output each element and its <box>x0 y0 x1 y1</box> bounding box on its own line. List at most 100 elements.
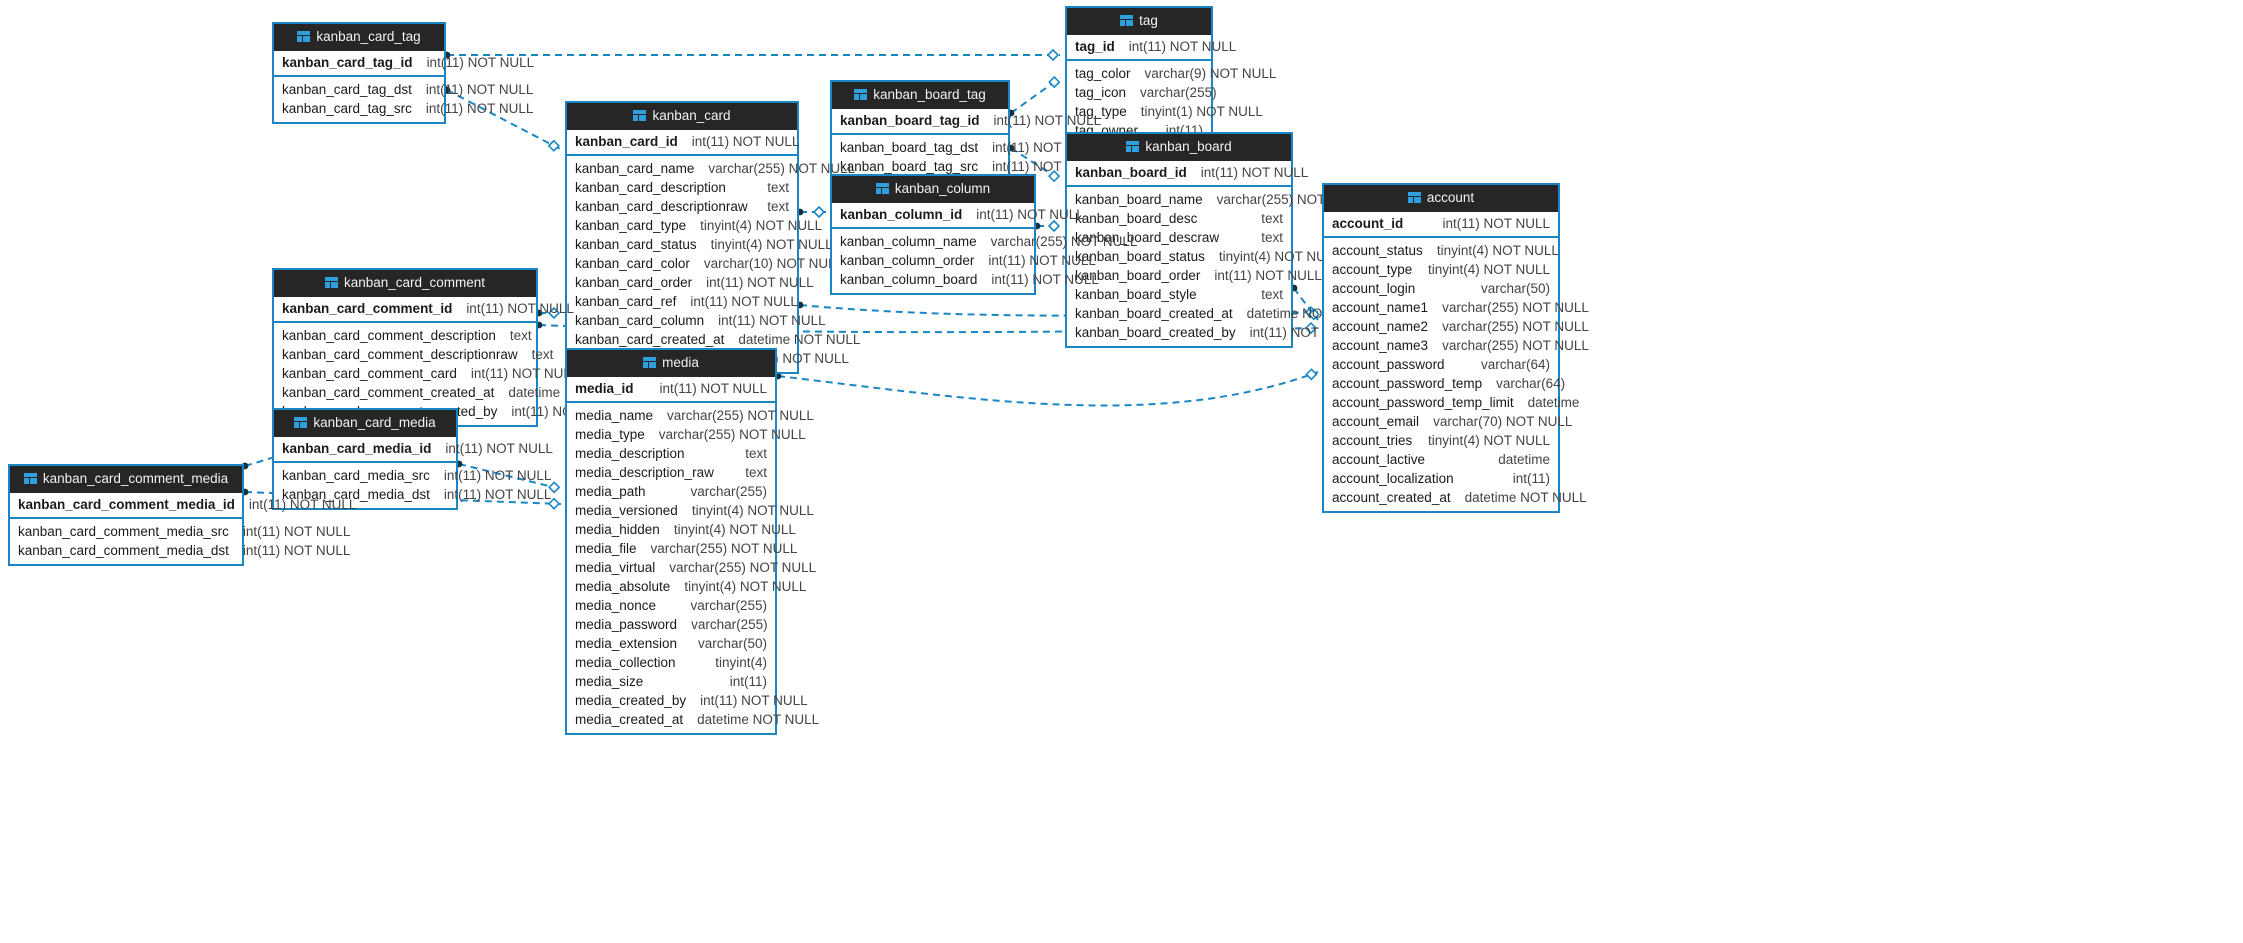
field-name: kanban_card_type <box>575 217 687 233</box>
entity-header-kanban_card_media[interactable]: kanban_card_media <box>274 410 456 437</box>
entity-header-kanban_board[interactable]: kanban_board <box>1067 134 1291 161</box>
entity-header-kanban_card_comment[interactable]: kanban_card_comment <box>274 270 536 297</box>
entity-header-kanban_card[interactable]: kanban_card <box>567 103 797 130</box>
entity-header-media[interactable]: media <box>567 350 775 377</box>
field-name: kanban_card_tag_src <box>282 100 412 116</box>
entity-header-kanban_card_comment_media[interactable]: kanban_card_comment_media <box>10 466 242 493</box>
entity-header-kanban_board_tag[interactable]: kanban_board_tag <box>832 82 1008 109</box>
entity-header-account[interactable]: account <box>1324 185 1558 212</box>
entity-header-kanban_column[interactable]: kanban_column <box>832 176 1034 203</box>
entity-header-kanban_card_tag[interactable]: kanban_card_tag <box>274 24 444 51</box>
entity-header-tag[interactable]: tag <box>1067 8 1211 35</box>
